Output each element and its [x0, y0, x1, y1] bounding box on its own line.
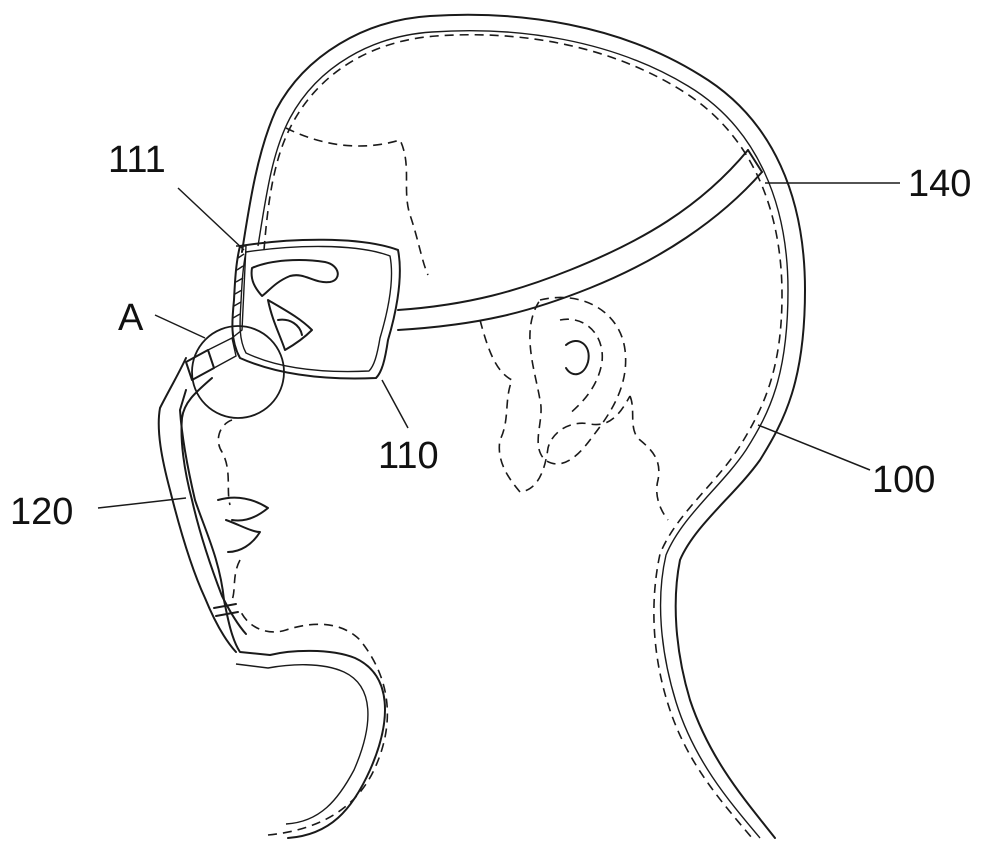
breathing-tube: [157, 245, 247, 653]
label-110: 110: [378, 435, 439, 477]
leader-lines: [97, 182, 900, 509]
face-dashed-contours: [217, 33, 783, 839]
strap: [397, 149, 763, 331]
ear: [529, 296, 627, 465]
label-140: 140: [908, 163, 971, 205]
label-120: 120: [10, 491, 73, 533]
eye-feature: [250, 259, 339, 351]
mouth: [217, 496, 269, 553]
head-outline: [179, 13, 806, 839]
label-100: 100: [872, 459, 935, 501]
label-111: 111: [108, 139, 166, 181]
label-a: A: [118, 297, 144, 339]
detail-circle-a: [191, 325, 285, 419]
eye-mask: [231, 238, 401, 380]
